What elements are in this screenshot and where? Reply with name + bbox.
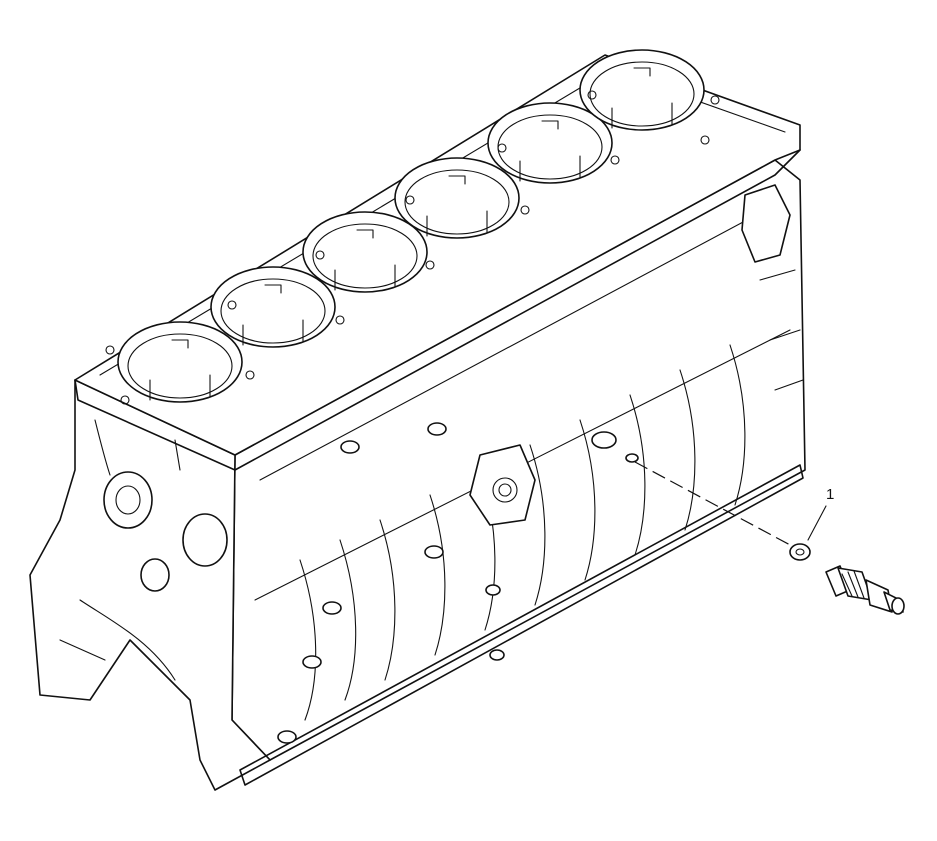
oil-pan-rail bbox=[239, 464, 804, 786]
rear-face-details bbox=[741, 184, 804, 391]
cylinder-bore bbox=[117, 321, 243, 403]
head-bolt-holes bbox=[105, 90, 720, 405]
engine-block bbox=[29, 49, 806, 791]
leader-line bbox=[634, 461, 793, 547]
cylinder-bore bbox=[579, 49, 705, 131]
callout-leader bbox=[807, 505, 827, 541]
cylinder-bore bbox=[210, 266, 336, 348]
sealing-washer bbox=[789, 543, 811, 561]
filter-mount-pad bbox=[469, 444, 536, 526]
temperature-sensor-icon bbox=[825, 565, 905, 615]
callout-number-1: 1 bbox=[826, 486, 834, 503]
cylinder-bore bbox=[394, 157, 520, 239]
front-face-details bbox=[59, 419, 228, 681]
cylinder-bore bbox=[302, 211, 428, 293]
mounting-bosses bbox=[277, 422, 639, 744]
cylinder-bore bbox=[487, 102, 613, 184]
